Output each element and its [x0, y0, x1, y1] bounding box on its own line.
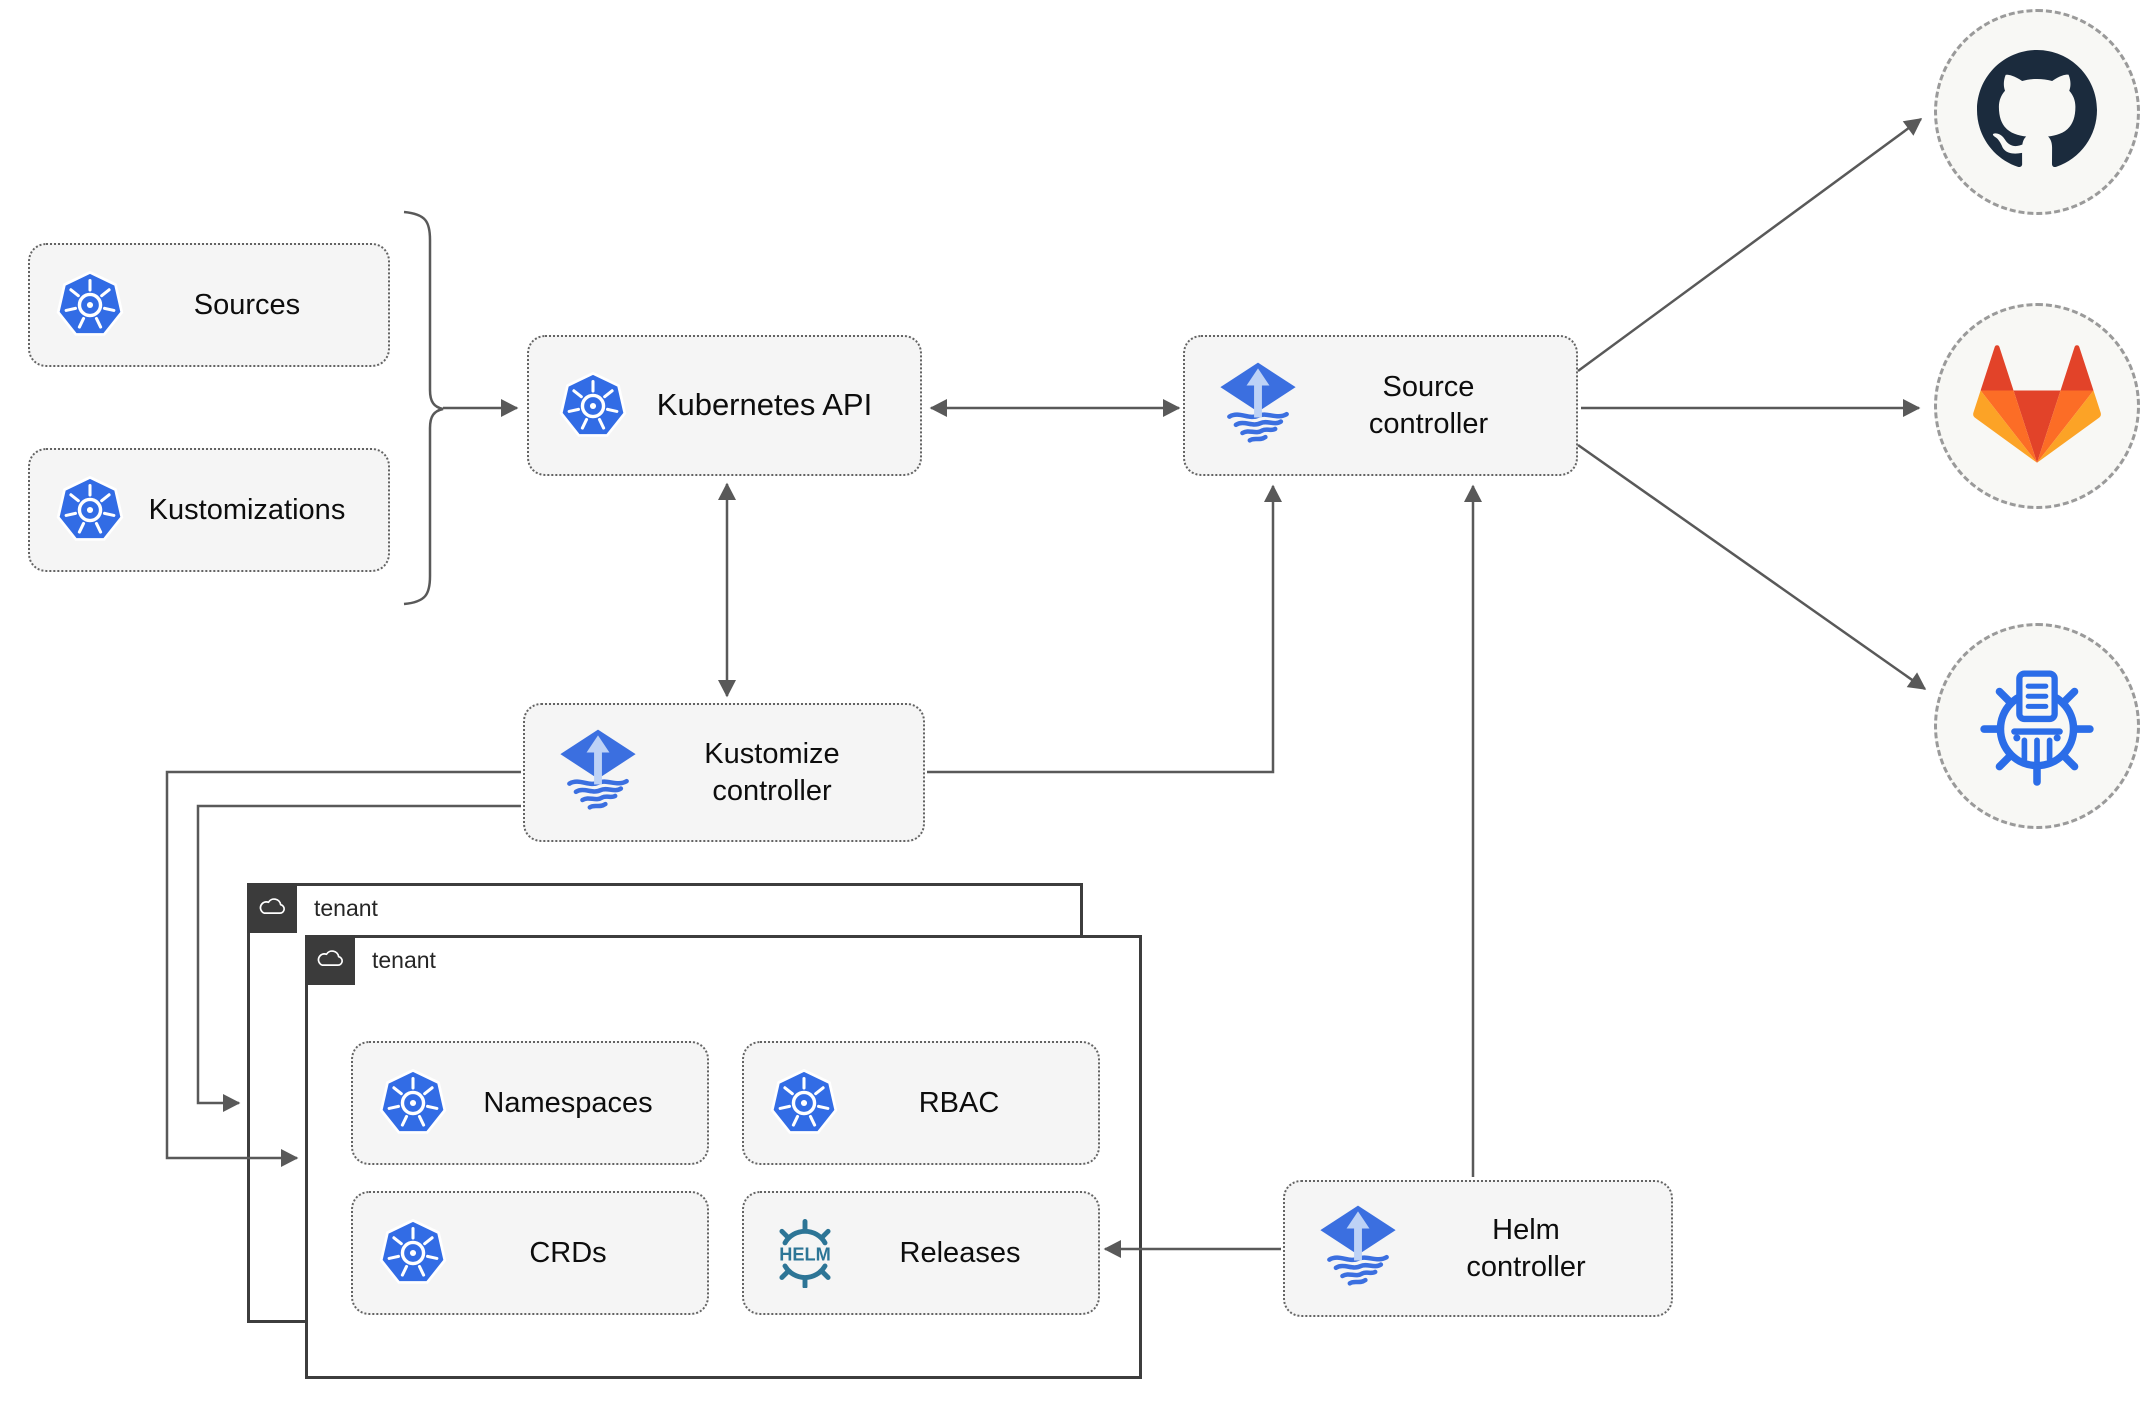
source-controller-label: Source controller	[1368, 371, 1489, 440]
flux-icon	[557, 728, 639, 818]
sources-node: Sources	[28, 243, 390, 367]
tenant-outer-label: tenant	[314, 895, 378, 921]
crds-label: CRDs	[529, 1236, 607, 1269]
helm-controller-label: Helm controller	[1466, 1214, 1586, 1283]
source-controller-node: Source controller	[1183, 335, 1578, 476]
kustomize-controller-node: Kustomize controller	[523, 703, 925, 842]
rbac-label: RBAC	[918, 1086, 1000, 1119]
chart-repository-icon	[1974, 661, 2100, 792]
github-endpoint	[1934, 9, 2140, 215]
kubernetes-icon	[379, 1069, 447, 1137]
crds-node: CRDs	[351, 1191, 709, 1315]
tenant-inner-label: tenant	[372, 947, 436, 973]
helm-icon: HELM	[770, 1218, 840, 1288]
github-icon	[1977, 49, 2097, 175]
flux-icon	[1217, 361, 1299, 451]
edge-source-to-chart-repository	[1577, 443, 1927, 691]
kustomizations-label: Kustomizations	[148, 493, 346, 526]
releases-node: HELM Releases	[742, 1191, 1100, 1315]
helm-logo-text: HELM	[779, 1245, 831, 1265]
tenant-inner-box: tenant Namespaces	[305, 935, 1142, 1379]
edge-source-to-github	[1577, 117, 1923, 373]
namespaces-label: Namespaces	[483, 1086, 653, 1119]
kubernetes-api-label: Kubernetes API	[656, 387, 873, 423]
chart-repository-endpoint	[1934, 623, 2140, 829]
cloud-icon	[313, 946, 347, 975]
namespaces-node: Namespaces	[351, 1041, 709, 1165]
gitlab-icon	[1973, 344, 2101, 468]
kubernetes-icon	[56, 271, 124, 339]
bracket-sources-group	[403, 210, 444, 606]
edge-kustomize-to-source-controller	[927, 484, 1282, 774]
kubernetes-api-node: Kubernetes API	[527, 335, 922, 476]
kubernetes-icon	[56, 476, 124, 544]
sources-label: Sources	[193, 288, 301, 321]
tenant-inner-tab	[305, 935, 355, 985]
kubernetes-icon	[559, 371, 627, 440]
rbac-node: RBAC	[742, 1041, 1100, 1165]
cloud-icon	[255, 894, 289, 923]
gitlab-endpoint	[1934, 303, 2140, 509]
helm-controller-node: Helm controller	[1283, 1180, 1673, 1317]
kustomize-controller-label: Kustomize controller	[704, 738, 840, 807]
flux-icon	[1317, 1204, 1399, 1294]
kubernetes-icon	[770, 1069, 838, 1137]
releases-label: Releases	[899, 1236, 1021, 1269]
kubernetes-icon	[379, 1219, 447, 1287]
tenant-outer-tab	[247, 883, 297, 933]
kustomizations-node: Kustomizations	[28, 448, 390, 572]
